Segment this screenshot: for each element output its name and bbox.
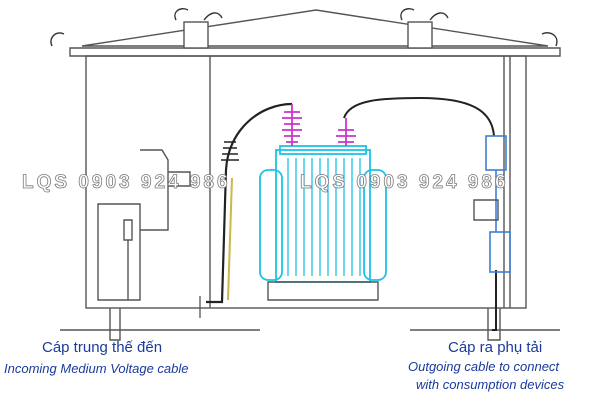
incoming-cable-label-en: Incoming Medium Voltage cable	[4, 361, 189, 376]
outgoing-cable-label-en-1: Outgoing cable to connect	[408, 359, 560, 374]
roof	[81, 9, 549, 47]
left-foundation-pipe	[109, 308, 121, 341]
right-roof-vent	[407, 21, 433, 49]
transformer-base	[267, 281, 379, 301]
conservator-left	[259, 169, 283, 281]
mv-switchgear-bracket	[168, 171, 191, 187]
watermark-left: LQS 0903 924 986	[22, 172, 231, 194]
radiator-fins	[287, 158, 361, 276]
watermark-right: LQS 0903 924 986	[300, 172, 509, 194]
enclosure-walls	[85, 55, 527, 309]
mv-switchgear-panel	[140, 149, 169, 231]
transformer-cover	[279, 145, 367, 155]
outgoing-lv-cable	[343, 96, 495, 137]
outgoing-cable-label-vi: Cáp ra phụ tải	[448, 339, 543, 356]
transformer-tank	[275, 149, 371, 283]
cable-termination-sheds	[221, 141, 239, 161]
arrester-curls	[50, 8, 558, 47]
mv-cable-terminal	[123, 219, 133, 241]
right-foundation-pipe	[487, 308, 501, 341]
incoming-cable-sheath	[227, 177, 233, 301]
left-roof-vent	[183, 21, 209, 49]
outgoing-cable-drop	[492, 270, 497, 331]
conservator-right	[363, 169, 387, 281]
incoming-mv-cable	[206, 102, 293, 304]
lv-breaker-box-upper	[485, 135, 507, 171]
incoming-cable-label-vi: Cáp trung thế đến	[42, 339, 163, 356]
outgoing-cable-label-en-2: with consumption devices	[416, 377, 565, 392]
roof-eave	[69, 47, 561, 57]
lv-breaker-box-lower	[489, 231, 511, 273]
mv-switchgear-cabinet	[97, 203, 141, 301]
lv-mounting-bracket	[473, 199, 499, 221]
